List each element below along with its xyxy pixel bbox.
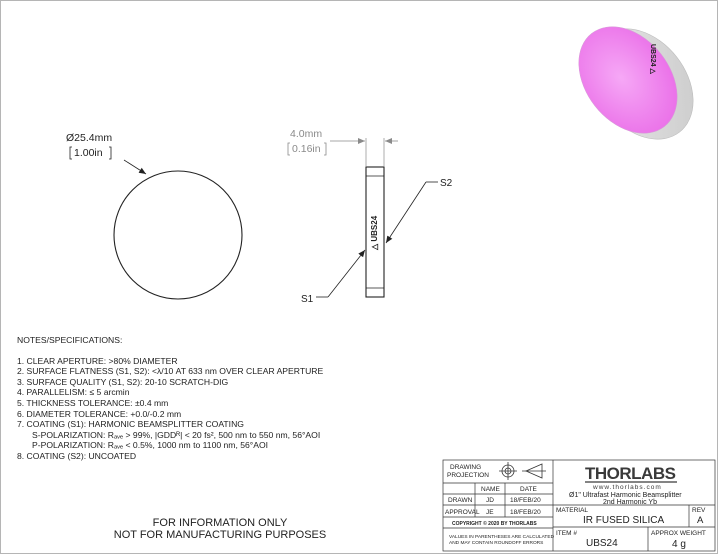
rounding-note-1: VALUES IN PARENTHESES ARE CALCULATED (449, 534, 555, 540)
material-label: MATERIAL (556, 507, 588, 514)
note-line: 2. SURFACE FLATNESS (S1, S2): <λ/10 AT 6… (17, 366, 324, 377)
drawn-date: 18/FEB/20 (510, 497, 541, 504)
drawing-projection-label-2: PROJECTION (447, 472, 489, 479)
side-view: △ UBS24 4.0mm 0.16in S2 S1 (287, 128, 453, 305)
brand-logo: THORLABS (585, 464, 676, 483)
website: www.thorlabs.com (592, 484, 662, 491)
note-line: 6. DIAMETER TOLERANCE: +0.0/-0.2 mm (17, 408, 182, 419)
thickness-in-label: 0.16in (292, 143, 321, 155)
notes-title: NOTES/SPECIFICATIONS: (17, 335, 123, 345)
weight-value: 4 g (672, 539, 686, 550)
s1-leader (327, 249, 366, 298)
material-value: IR FUSED SILICA (583, 515, 664, 526)
note-line: 3. SURFACE QUALITY (S1, S2): 20-10 SCRAT… (17, 376, 229, 387)
disclaimer: FOR INFORMATION ONLY NOT FOR MANUFACTURI… (95, 517, 345, 541)
title-block (442, 459, 716, 552)
col-name-header: NAME (481, 486, 500, 493)
front-view: Ø25.4mm 1.00in (66, 132, 243, 300)
diameter-mm-label: Ø25.4mm (66, 132, 112, 144)
rounding-note-2: AND MAY CONTAIN ROUNDOFF ERRORS (449, 540, 543, 546)
bracket-right (109, 146, 112, 160)
s2-leader (385, 181, 427, 244)
thickness-mm-label: 4.0mm (290, 128, 322, 140)
copyright-text: COPYRIGHT © 2020 BY THORLABS (452, 520, 537, 527)
disclaimer-line-2: NOT FOR MANUFACTURING PURPOSES (113, 529, 327, 541)
note-line: 8. COATING (S2): UNCOATED (17, 450, 137, 461)
item-value: UBS24 (586, 538, 618, 549)
approval-label: APPROVAL (445, 509, 480, 516)
note-line: 5. THICKNESS TOLERANCE: ±0.4 mm (17, 397, 169, 408)
weight-label: APPROX WEIGHT (651, 530, 706, 537)
drawn-label: DRAWN (448, 497, 473, 504)
optic-outline-front (113, 170, 243, 300)
surface-s2-label: S2 (440, 178, 453, 189)
col-date-header: DATE (520, 486, 538, 493)
notes-specifications: NOTES/SPECIFICATIONS: 1. CLEAR APERTURE:… (17, 335, 323, 462)
note-line: P-POLARIZATION: Rₐᵥₑ < 0.5%, 1000 nm to … (32, 440, 269, 451)
description-line-1: Ø1" Ultrafast Harmonic Beamsplitter (569, 492, 682, 499)
note-line: S-POLARIZATION: Rₐᵥₑ > 99%, |GDDᴿ| < 20 … (32, 429, 321, 440)
drawing-projection-label-1: DRAWING (450, 464, 481, 471)
drawn-name: JD (486, 497, 494, 504)
note-line: 7. COATING (S1): HARMONIC BEAMSPLITTER C… (17, 419, 244, 430)
item-label: ITEM # (556, 530, 577, 537)
side-engraving: △ UBS24 (370, 215, 379, 251)
diameter-leader (123, 159, 147, 175)
photo-engraving: UBS24 △ (649, 44, 656, 75)
rev-value: A (697, 515, 704, 526)
approval-name: JE (486, 509, 494, 516)
title-block-text: DRAWING PROJECTION NAME DATE DRAWN JD 18… (445, 464, 706, 550)
bracket-left (69, 146, 72, 160)
note-line: 1. CLEAR APERTURE: >80% DIAMETER (17, 355, 178, 366)
diameter-in-label: 1.00in (74, 147, 103, 159)
disclaimer-line-1: FOR INFORMATION ONLY (152, 517, 288, 529)
optic-outline-side (365, 166, 385, 298)
description-line-2: 2nd Harmonic Yb (603, 499, 657, 506)
approval-date: 18/FEB/20 (510, 509, 541, 516)
note-line: 4. PARALLELISM: ≤ 5 arcmin (17, 387, 130, 398)
optic-3d-view: UBS24 △ (578, 26, 694, 140)
surface-s1-label: S1 (301, 294, 314, 305)
rev-label: REV (692, 507, 706, 514)
projection-symbol (499, 462, 546, 480)
